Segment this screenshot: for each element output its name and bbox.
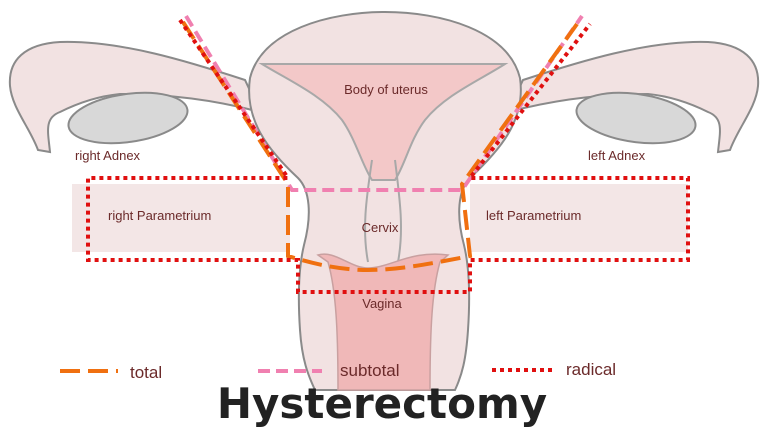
right-parametrium-region bbox=[72, 184, 290, 252]
legend: total subtotal radical bbox=[60, 360, 616, 382]
left-parametrium-region bbox=[470, 184, 688, 252]
body-of-uterus-label: Body of uterus bbox=[344, 82, 428, 97]
vagina-region bbox=[316, 253, 450, 391]
vagina-label: Vagina bbox=[362, 296, 402, 311]
legend-subtotal-label: subtotal bbox=[340, 361, 400, 380]
right-ovary bbox=[67, 91, 189, 145]
legend-total-label: total bbox=[130, 363, 162, 382]
right-adnex-label: right Adnex bbox=[75, 148, 141, 163]
cervical-canal bbox=[364, 159, 403, 263]
total-cut-line bbox=[181, 20, 579, 273]
right-parametrium-label: right Parametrium bbox=[108, 208, 211, 223]
radical-cut-line bbox=[86, 18, 690, 294]
legend-radical-label: radical bbox=[566, 360, 616, 379]
left-ovary bbox=[575, 91, 697, 145]
left-parametrium-label: left Parametrium bbox=[486, 208, 581, 223]
uterine-cavity bbox=[258, 63, 509, 181]
diagram-title: Hysterectomy bbox=[217, 379, 547, 428]
cervix-label: Cervix bbox=[362, 220, 399, 235]
left-adnex-label: left Adnex bbox=[588, 148, 646, 163]
